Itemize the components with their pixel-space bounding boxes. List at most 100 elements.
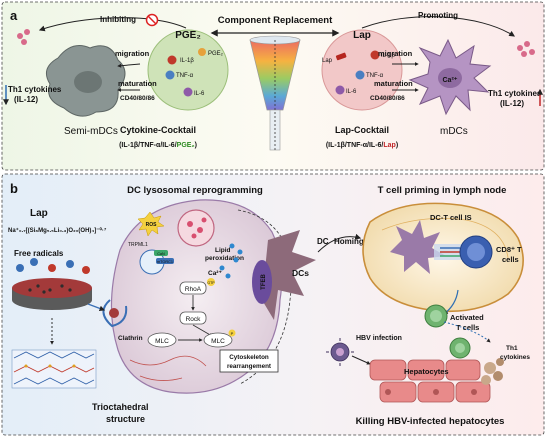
left-tnfa-label: TNF-α [176, 73, 194, 79]
left-migration-arrow [117, 63, 141, 68]
activated-t-cell [424, 304, 448, 328]
right-lap-label: Lap [322, 58, 333, 64]
funnel-icon [249, 35, 301, 151]
lap-chip-icon [335, 52, 347, 61]
dc-in-node [390, 220, 446, 274]
activated-label-1: Activated [450, 313, 484, 322]
mlc-right-label: MLC [211, 338, 225, 345]
left-formula-suffix: ) [195, 142, 197, 149]
left-th1-label: Th1 cytokines [8, 85, 62, 94]
pge2-dot [198, 48, 206, 56]
trioctahedral-label-2: structure [106, 414, 145, 424]
mdc-ca-label: Ca²⁺ [443, 77, 458, 84]
rhoa-label: RhoA [185, 286, 202, 293]
endocytosis-arrow [87, 303, 106, 312]
panel-b-label: b [10, 181, 18, 196]
cytokine-burst [481, 358, 504, 385]
tfeb-nucleus [252, 260, 272, 304]
left-markers-label: CD40/80/86 [120, 95, 155, 102]
clathrin-label: Clathrin [118, 335, 143, 342]
trioctahedral-label-1: Trioctahedral [92, 402, 149, 412]
dcs-label: DCs [292, 268, 309, 278]
il1b-dot [167, 55, 177, 65]
rock-box [179, 311, 207, 325]
actin-filament [129, 355, 207, 367]
left-cocktail-title: Cytokine-Cocktail [120, 125, 196, 135]
left-cytokine-dots [17, 29, 30, 45]
immune-synapse [434, 244, 464, 260]
killing-label: Killing HBV-infected hepatocytes [356, 416, 505, 427]
semi-mdc-label: Semi-mDCs [64, 126, 118, 137]
right-markers-label: CD40/80/86 [370, 95, 405, 102]
mlc-left-label: MLC [155, 338, 169, 345]
tcell-title: T cell priming in lymph node [378, 185, 507, 196]
lap-formula: Na⁺₀.₇[(Si₈Mg₅.₅Li₀.₃)O₂₀(OH)₄]⁻⁰·⁷ [8, 227, 107, 234]
trioctahedral-lattice [11, 349, 97, 389]
phospho-dot [228, 329, 236, 337]
right-il6-label: IL-6 [346, 89, 357, 95]
reprogramming-title: DC lysosomal reprogramming [127, 185, 263, 196]
lap-title: Lap [30, 208, 48, 219]
mdc-cell [408, 38, 492, 116]
semi-mdc-cell [45, 45, 126, 117]
component-replacement-label: Component Replacement [218, 15, 333, 26]
cd8-label-2: cells [502, 255, 519, 264]
right-il12-label: (IL-12) [500, 99, 524, 108]
left-formula-prefix: (IL-1β/TNF-α/IL-6/ [119, 142, 177, 149]
pge2-droplet [147, 29, 229, 111]
calcium-dots [219, 243, 243, 279]
left-pge2-label: PGE₂ [208, 51, 224, 57]
ros-label: ROS [146, 222, 158, 228]
lipid-label-2: peroxidation [205, 255, 244, 262]
lap-header: Lap [353, 30, 371, 41]
trpml1-vesicle [139, 249, 174, 275]
ros-burst-icon [137, 211, 165, 237]
left-il6-label: IL-6 [194, 91, 205, 97]
lap-disc-icon [12, 278, 92, 310]
actin-filament-2 [139, 375, 183, 381]
cytoskeleton-label-2: rearrangement [227, 363, 272, 370]
pge2-header: PGE₂ [175, 30, 201, 41]
free-radicals-label: Free radicals [14, 249, 64, 258]
activated-label-2: T cells [456, 323, 479, 332]
mdc-label: mDCs [440, 126, 468, 137]
tcell-migration-arrow [443, 321, 491, 343]
left-cocktail-formula: (IL-1β/TNF-α/IL-6/PGE₂) [119, 142, 197, 149]
cd8-label-1: CD8⁺ T [496, 245, 522, 254]
right-cytokine-dots [517, 41, 535, 57]
prohibited-icon [145, 13, 159, 27]
left-il1b-label: IL-1β [180, 58, 194, 64]
il6-dot [183, 87, 193, 97]
right-formula-highlight: Lap [383, 142, 395, 149]
left-migration-label: migration [115, 49, 150, 58]
dc-protrusion [262, 230, 316, 320]
hbv-label: HBV infection [356, 335, 402, 342]
rock-mlc-arrow [192, 324, 213, 337]
right-il1b-dot [370, 50, 380, 60]
hepatocyte-row [369, 359, 491, 403]
right-th1-label: Th1 cytokines [488, 89, 542, 98]
right-formula-prefix: (IL-1β/TNF-α/IL-6/ [326, 142, 384, 149]
hepatocytes-label: Hepatocytes [404, 367, 449, 376]
trpml1-label: TRPML1 [128, 242, 148, 248]
lipid-label-1: Lipid [215, 247, 231, 254]
dc-t-is-label: DC-T cell IS [430, 213, 472, 222]
right-tnfa-dot [355, 70, 365, 80]
th1-label-1: Th1 [506, 345, 518, 352]
left-formula-highlight: PGE₂ [177, 142, 195, 149]
lysosome-icon [177, 209, 215, 247]
homing-dc-label: DC [317, 237, 329, 246]
tfeb-label: TFEB [261, 274, 267, 290]
left-il12-label: (IL-12) [14, 95, 38, 104]
calcium-n-label: CaN [157, 252, 165, 256]
panel-a-label: a [10, 8, 18, 23]
homing-label: Homing [334, 237, 364, 246]
phospho-label: P [231, 331, 234, 336]
inhibiting-label: Inhibiting [100, 15, 136, 24]
mlc-right-node [203, 332, 233, 348]
tnfa-dot [165, 70, 175, 80]
right-cocktail-title: Lap-Cocktail [335, 125, 389, 135]
ca-label: Ca²⁺ [208, 270, 222, 277]
